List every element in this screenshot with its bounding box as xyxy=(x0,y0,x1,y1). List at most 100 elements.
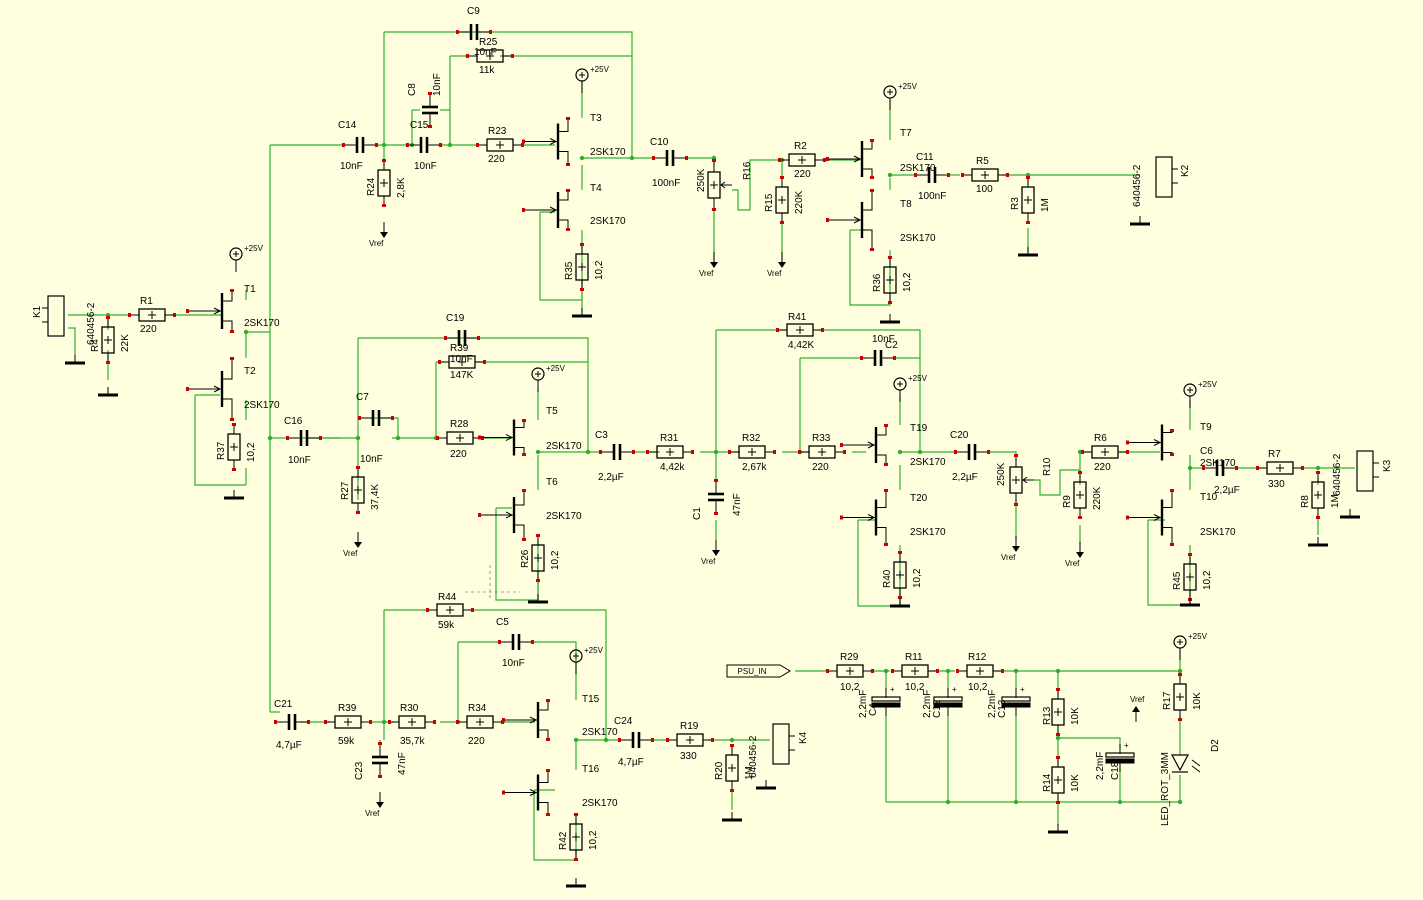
value-label: 2,8K xyxy=(396,177,407,198)
pin xyxy=(382,204,386,207)
pin xyxy=(776,328,779,332)
pin xyxy=(378,742,382,745)
ref-designator: R31 xyxy=(660,433,679,444)
pin xyxy=(1006,173,1009,177)
value-label: 10K xyxy=(1070,774,1081,792)
value-label: 220 xyxy=(1094,462,1111,473)
value-label: 220 xyxy=(450,449,467,460)
pin xyxy=(728,450,731,454)
value-label: 10nF xyxy=(360,454,383,465)
value-label: 2,2mF xyxy=(987,690,998,718)
ref-designator: C3 xyxy=(595,430,608,441)
pin xyxy=(871,669,874,673)
supply-label: +25V xyxy=(1198,380,1218,389)
ref-designator: R15 xyxy=(764,193,775,212)
pin xyxy=(566,163,570,166)
value-label: 4,7µF xyxy=(618,757,644,768)
part-label: 2SK170 xyxy=(590,147,626,158)
pin xyxy=(780,176,784,179)
value-label: 2,2mF xyxy=(858,690,869,718)
pin xyxy=(987,450,990,454)
junction-dot xyxy=(945,799,951,805)
pin xyxy=(1126,440,1129,445)
supply-symbol: +25V xyxy=(569,646,604,674)
pin xyxy=(954,450,957,454)
pin xyxy=(780,221,784,224)
cursor-crosshair xyxy=(465,565,520,600)
vref-label: Vref xyxy=(343,549,358,558)
pin xyxy=(232,468,236,471)
pin xyxy=(888,301,892,304)
pin xyxy=(186,387,189,391)
ref-designator: R3 xyxy=(1010,197,1021,210)
value-label: 10,2 xyxy=(840,682,860,693)
ref-designator: C1 xyxy=(692,507,703,520)
pin xyxy=(498,640,501,644)
junction-dot xyxy=(1013,668,1019,674)
ref-designator: T6 xyxy=(546,477,558,488)
pin xyxy=(566,117,570,120)
ground-symbol xyxy=(65,355,85,365)
ref-designator: T4 xyxy=(590,183,602,194)
vref-label: Vref xyxy=(1001,553,1016,562)
part-label: 2SK170 xyxy=(582,798,618,809)
pin xyxy=(232,423,236,426)
pin xyxy=(914,173,917,177)
ref-designator: T20 xyxy=(910,493,928,504)
ground-symbol xyxy=(890,598,910,608)
value-label: 1M xyxy=(744,766,755,780)
value-label: 250K xyxy=(696,168,707,192)
part-label: 2SK170 xyxy=(1200,527,1236,538)
junction-dot xyxy=(1117,799,1123,805)
pin xyxy=(478,513,481,517)
wire xyxy=(686,157,715,165)
pin xyxy=(632,450,635,454)
junction-dot xyxy=(603,737,609,743)
junction-dot xyxy=(355,435,361,441)
supply-label: +25V xyxy=(1188,632,1208,641)
ref-designator: R4 xyxy=(90,339,101,352)
pin xyxy=(1081,450,1084,454)
value-label: 10K xyxy=(1070,707,1081,725)
pin xyxy=(378,775,382,778)
ref-designator: T9 xyxy=(1200,422,1212,433)
value-label: 330 xyxy=(1268,479,1285,490)
pin xyxy=(230,418,234,421)
pin xyxy=(1014,503,1018,506)
junction-dot xyxy=(1055,735,1061,741)
supply-symbol: +25V xyxy=(575,65,610,93)
junction-dot xyxy=(1177,799,1183,805)
value-label: 10,2 xyxy=(912,568,923,588)
pin xyxy=(826,669,829,673)
pin xyxy=(1235,466,1238,470)
ref-designator: T10 xyxy=(1200,492,1218,503)
pin xyxy=(773,450,776,454)
pin xyxy=(230,357,234,360)
part-label: 2SK170 xyxy=(582,727,618,738)
part-label: 2SK170 xyxy=(900,163,936,174)
pin xyxy=(947,173,950,177)
wire xyxy=(1034,451,1090,496)
ref-designator: R12 xyxy=(968,652,987,663)
value-label: 220K xyxy=(1092,486,1103,510)
supply-symbol: +25V xyxy=(893,374,928,402)
value-label: 10,2 xyxy=(902,272,913,292)
part-label: 2SK170 xyxy=(910,527,946,538)
ground-symbol xyxy=(880,314,900,324)
value-label: 10,2 xyxy=(1202,570,1213,590)
